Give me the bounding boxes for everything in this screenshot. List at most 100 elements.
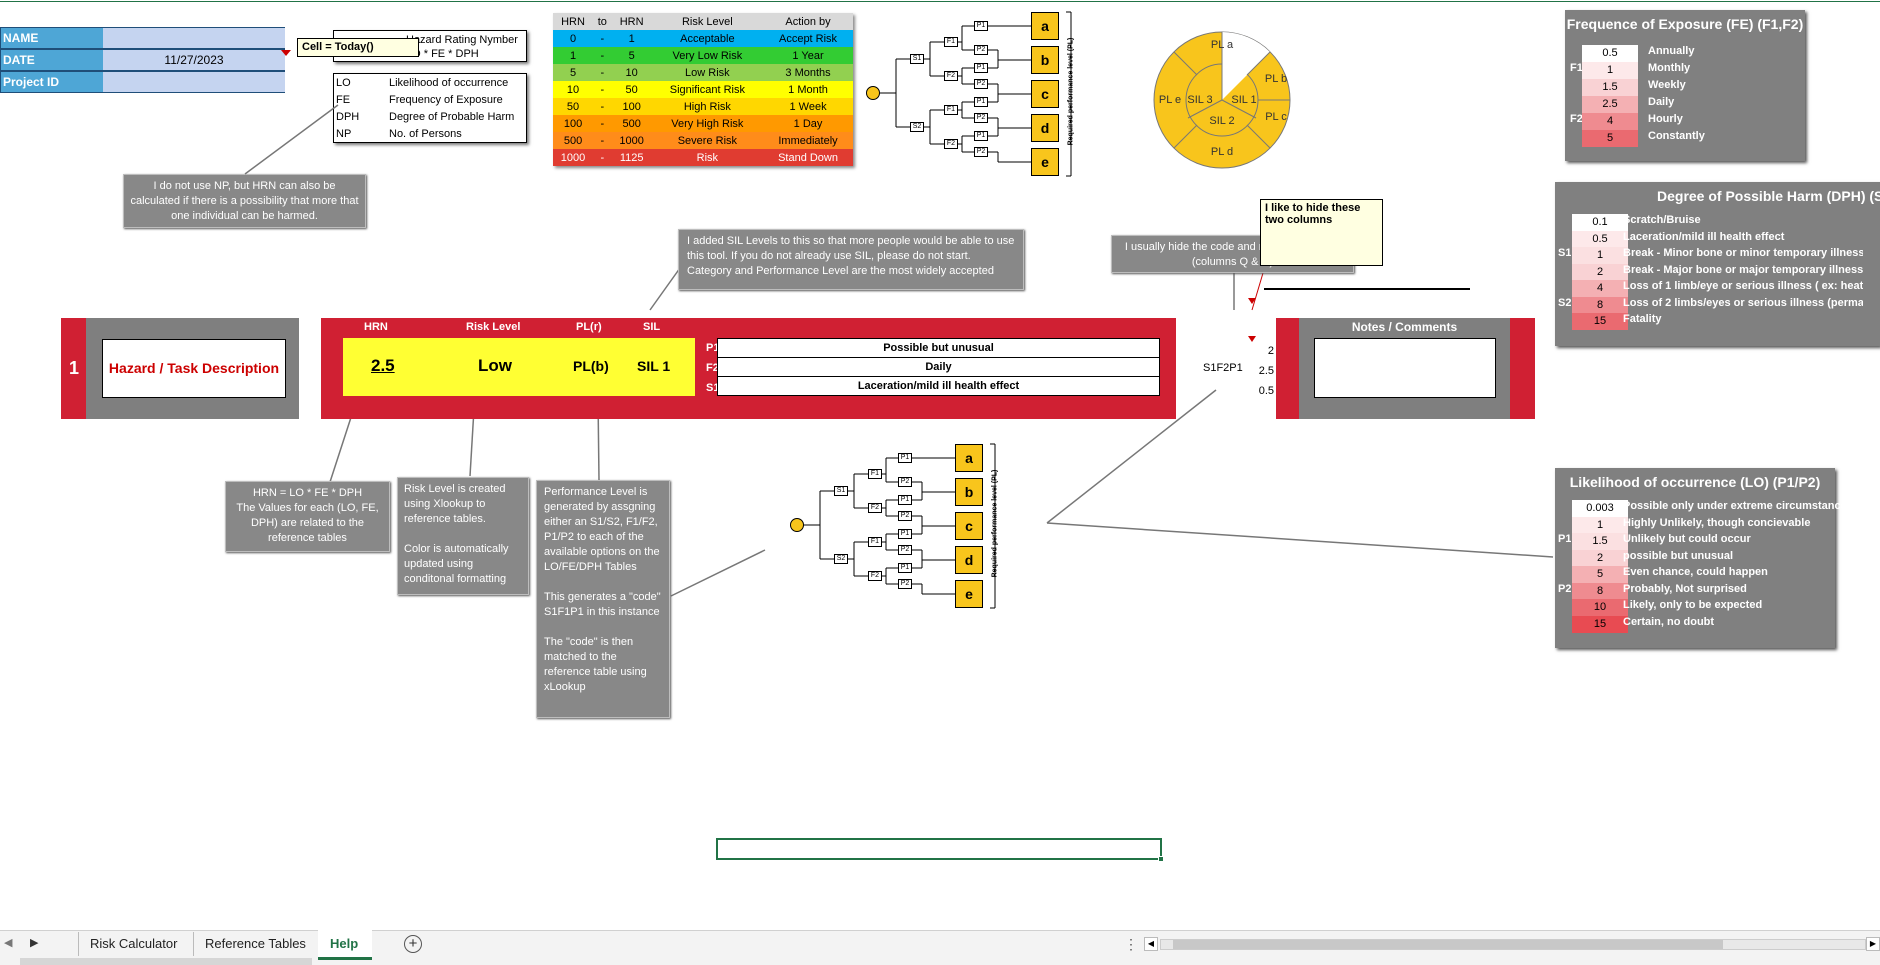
tree-node: P1 — [974, 97, 988, 107]
pl-level-box: a — [955, 444, 983, 472]
lo-select[interactable]: Possible but unusual — [718, 339, 1159, 358]
ribbon-edge — [0, 0, 1880, 2]
abbrev-key: DPH — [336, 111, 360, 123]
hscroll-left-icon[interactable]: ◀ — [1144, 937, 1158, 951]
hide-columns-comment: I like to hide these two columns — [1260, 199, 1383, 266]
pl-value: PL(b) — [573, 358, 609, 374]
wheel-sil1: SIL 1 — [1231, 94, 1256, 106]
tree-node: S2 — [834, 554, 848, 564]
hrn-table-cell: 500 — [563, 134, 583, 147]
hrn-table-cell: 0 — [569, 32, 577, 45]
ref-description: Weekly — [1648, 79, 1686, 91]
tree-node: P1 — [974, 21, 988, 31]
task-description-field[interactable]: Hazard / Task Description — [102, 339, 286, 398]
hrn-table-cell: - — [600, 100, 605, 113]
ref-description: Likely, only to be expected — [1623, 599, 1763, 611]
horizontal-scrollbar[interactable] — [1160, 939, 1866, 950]
ref-value: 0.1 — [1572, 214, 1628, 231]
ref-value: 8 — [1572, 296, 1628, 314]
hrn-table-header: HRN — [611, 13, 652, 30]
hrn-table-cell: - — [600, 151, 605, 164]
tree-node: F1 — [868, 537, 882, 547]
more-options-icon[interactable]: ⋮ — [1124, 936, 1138, 952]
date-field[interactable]: 11/27/2023 — [103, 50, 285, 70]
project-row: Project ID — [0, 71, 285, 93]
ref-value-1: 2 — [1267, 345, 1274, 357]
ref-description: Break - Minor bone or minor temporary il… — [1623, 247, 1863, 259]
tab-scroll-right-icon[interactable]: ▶ — [30, 937, 39, 949]
hscroll-right-icon[interactable]: ▶ — [1866, 937, 1880, 951]
ref-value: 15 — [1572, 615, 1628, 633]
hrn-table-cell: 1 Week — [789, 100, 827, 113]
row-number: 1 — [68, 358, 79, 378]
name-field[interactable] — [103, 28, 285, 48]
ref-value: 0.003 — [1572, 500, 1628, 517]
tab-scroll-left-icon[interactable]: ◀ — [4, 937, 13, 949]
hrn-table-cell: 5 — [628, 49, 635, 62]
hrn-table-cell: 1 Day — [793, 117, 823, 130]
tree-axis-label: Required performance level (PL) — [1067, 37, 1075, 146]
hrn-table-cell: 50 — [625, 83, 638, 96]
comment-indicator-icon — [281, 50, 291, 56]
add-sheet-icon[interactable]: + — [404, 935, 422, 953]
notes-field[interactable] — [1314, 338, 1496, 398]
hrn-table-header: HRN — [553, 13, 594, 30]
fill-handle[interactable] — [1158, 856, 1164, 862]
name-row: NAME — [0, 27, 285, 49]
ref-value: 4 — [1572, 280, 1628, 297]
tree-node: P2 — [974, 113, 988, 123]
selected-cell[interactable] — [716, 838, 1162, 860]
pl-level-box: b — [1031, 46, 1059, 74]
tab-divider — [78, 932, 79, 956]
ref-value: 2.5 — [1582, 96, 1638, 113]
risk-result-band: HRN Risk Level PL(r) SIL 2.5 Low PL(b) S… — [321, 318, 1176, 419]
hrn-table-cell: 10 — [566, 83, 580, 96]
ref-description: Unlikely but could occur — [1623, 533, 1751, 545]
comment-indicator-icon-3 — [1248, 336, 1256, 342]
date-row: DATE 11/27/2023 — [0, 49, 285, 71]
result-yellow-panel — [343, 338, 695, 396]
tab-help[interactable]: Help — [330, 936, 359, 951]
hrn-table-cell: 1 — [569, 49, 577, 62]
project-field[interactable] — [103, 72, 285, 92]
ref-description: Break - Major bone or major temporary il… — [1623, 263, 1863, 276]
group-code: P2 — [1558, 582, 1572, 595]
ref-description: Scratch/Bruise — [1623, 214, 1701, 226]
hrn-table-cell: Significant Risk — [669, 83, 745, 96]
abbrev-value: No. of Persons — [389, 128, 462, 140]
hrn-table-cell: Risk — [696, 151, 719, 164]
tree-start-icon — [790, 518, 804, 532]
pl-level-box: b — [955, 478, 983, 506]
dph-select[interactable]: Laceration/mild ill health effect — [857, 380, 1020, 392]
sil-note: I added SIL Levels to this so that more … — [678, 229, 1024, 290]
tab-risk-calculator[interactable]: Risk Calculator — [90, 936, 178, 951]
ref-description: Possible only under extreme circumstance — [1623, 500, 1847, 512]
p-code: P1 — [706, 342, 720, 354]
ref-description: Loss of 1 limb/eye or serious illness ( … — [1623, 280, 1863, 292]
np-note: I do not use NP, but HRN can also be cal… — [123, 174, 366, 228]
tree-node: P2 — [898, 579, 912, 589]
ref-description: Daily — [1648, 96, 1675, 108]
tree-node: P2 — [898, 477, 912, 487]
tree-node: S1 — [834, 486, 848, 496]
tree-node: P1 — [898, 453, 912, 463]
hrn-table-cell: Stand Down — [778, 151, 838, 164]
sil-pl-wheel: PL a PL b PL c PL d PL e SIL 1 SIL 2 SIL… — [1153, 31, 1291, 169]
hrn-table-cell: - — [600, 83, 605, 96]
abbrev-value: Likelihood of occurrence — [389, 77, 509, 89]
fe-select[interactable]: Daily — [718, 358, 1159, 377]
pl-level-box: c — [955, 512, 983, 540]
notes-block: Notes / Comments — [1276, 318, 1535, 419]
tab-reference-tables[interactable]: Reference Tables — [205, 936, 306, 951]
hrn-table-cell: 100 — [563, 117, 583, 130]
ref-value: 4 — [1582, 113, 1638, 130]
group-code: S2 — [1558, 296, 1572, 309]
